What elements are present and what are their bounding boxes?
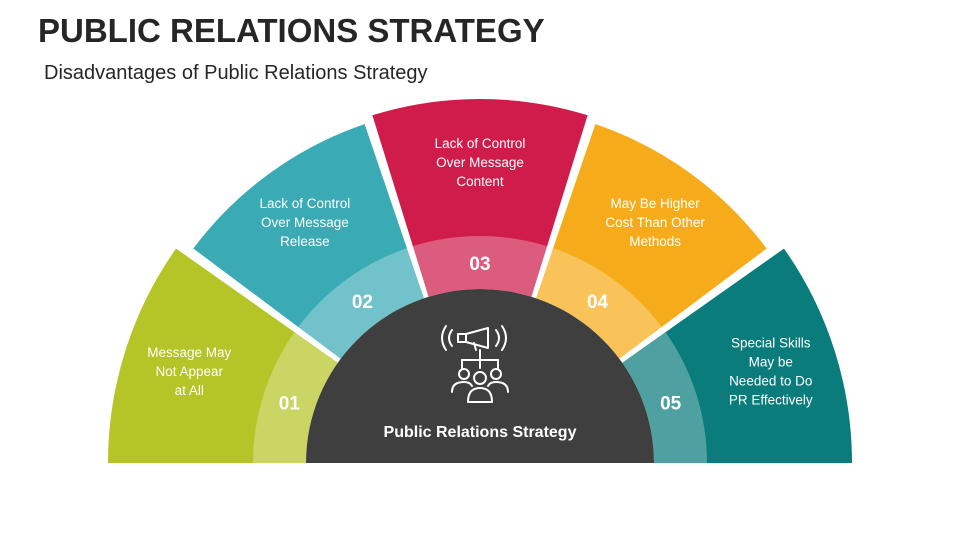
segment-01 [108,248,296,463]
megaphone-people-icon [441,325,509,403]
segment-number-05: 05 [660,394,682,415]
page-title: PUBLIC RELATIONS STRATEGY [38,12,545,49]
segment-ring-04 [536,248,662,359]
page-subtitle: Disadvantages of Public Relations Strate… [44,62,428,84]
segment-number-03: 03 [469,254,490,275]
segment-number-01: 01 [279,394,301,415]
center-label: Public Relations Strategy [384,424,577,441]
segment-03 [372,98,588,248]
segment-ring-01 [253,332,338,463]
segment-ring-02 [298,248,424,359]
segment-ring-05 [622,332,707,463]
segment-number-02: 02 [352,292,373,313]
segment-ring-03 [412,235,548,297]
segment-number-04: 04 [587,292,609,313]
segments-layer [108,98,852,463]
segment-05 [664,248,852,463]
inner-ring-layer [253,235,707,463]
segment-02 [193,124,408,328]
segment-04 [552,124,767,328]
center-hub [306,289,654,463]
